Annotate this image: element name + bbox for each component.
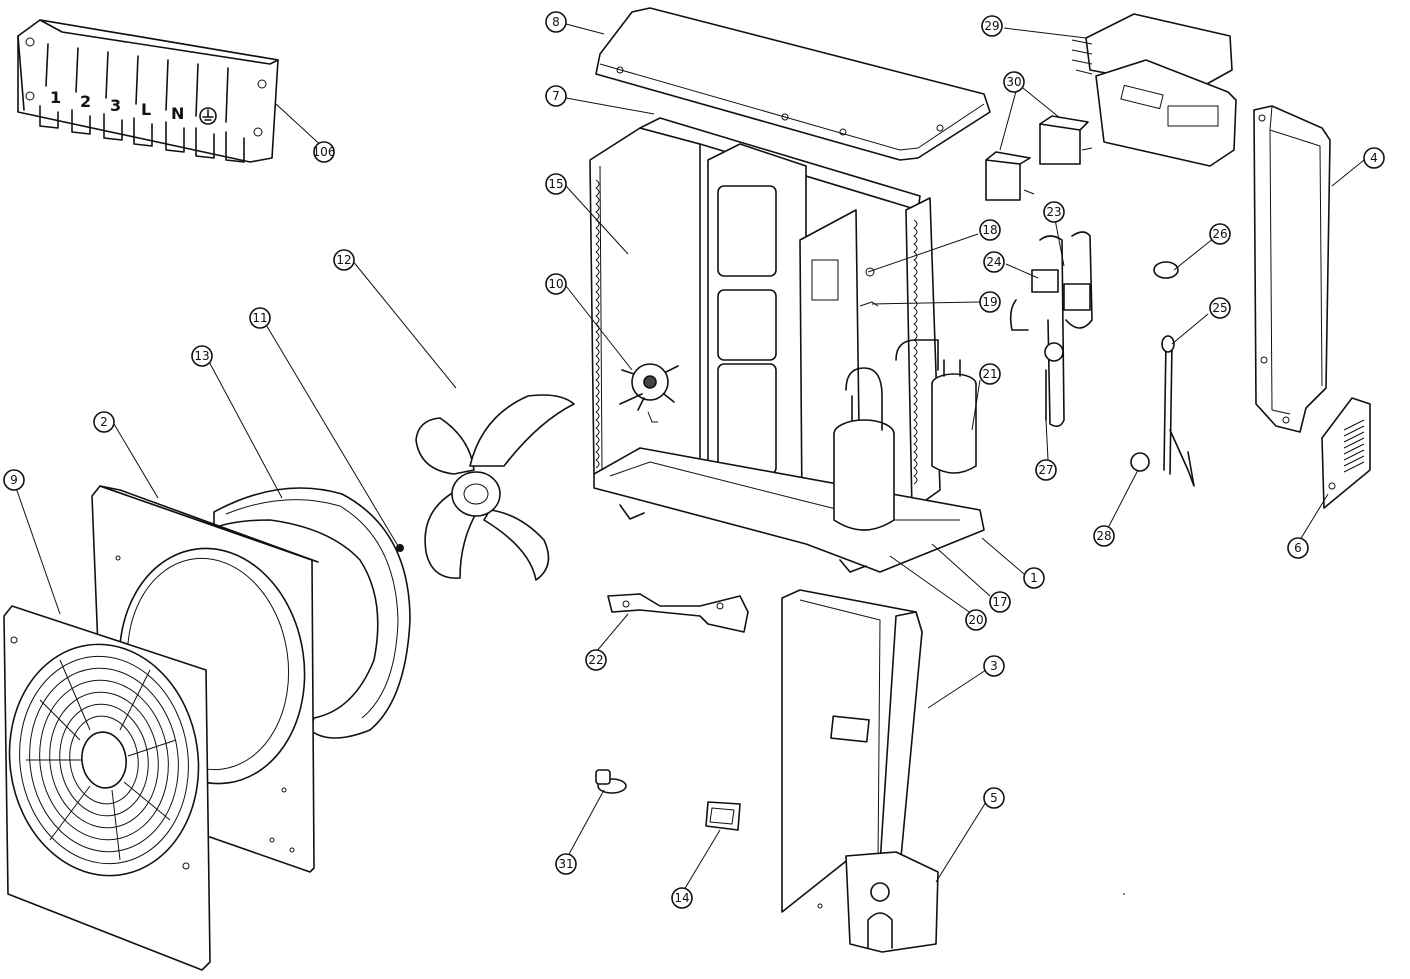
svg-text:26: 26 — [1212, 227, 1227, 241]
right-side-panel — [1253, 105, 1331, 433]
handle-cap — [705, 801, 741, 831]
callout-15: 15 — [545, 173, 567, 195]
callout-1: 1 — [1023, 567, 1045, 589]
svg-text:10: 10 — [548, 277, 563, 291]
svg-text:17: 17 — [992, 595, 1007, 609]
callout-31: 31 — [555, 853, 577, 875]
svg-text:30: 30 — [1006, 75, 1021, 89]
callout-10: 10 — [545, 273, 567, 295]
air-guide-ring — [213, 487, 411, 739]
terminal-label-3: 3 — [110, 96, 121, 115]
callout-9: 9 — [3, 469, 25, 491]
svg-text:13: 13 — [194, 349, 209, 363]
svg-text:28: 28 — [1096, 529, 1111, 543]
electrical-control-box — [1071, 13, 1237, 167]
svg-text:25: 25 — [1212, 301, 1227, 315]
svg-text:20: 20 — [968, 613, 983, 627]
svg-text:6: 6 — [1294, 541, 1302, 555]
callout-5: 5 — [983, 787, 1005, 809]
terminal-label-l: L — [141, 100, 151, 119]
callout-22: 22 — [585, 649, 607, 671]
callout-6: 6 — [1287, 537, 1309, 559]
stray-dot — [1123, 893, 1125, 895]
svg-text:27: 27 — [1038, 463, 1053, 477]
callout-3: 3 — [983, 655, 1005, 677]
callout-26: 26 — [1209, 223, 1231, 245]
valve-cover — [845, 851, 939, 953]
sensor-pipes — [1130, 261, 1195, 487]
svg-text:31: 31 — [558, 857, 573, 871]
svg-text:24: 24 — [986, 255, 1001, 269]
callout-8: 8 — [545, 11, 567, 33]
callout-19: 19 — [979, 291, 1001, 313]
callouts: 106 8 7 15 10 12 11 13 2 9 29 30 4 18 23… — [3, 11, 1385, 909]
front-panel — [781, 589, 923, 913]
side-grille — [1321, 397, 1371, 509]
top-cover — [595, 7, 991, 161]
svg-text:106: 106 — [313, 145, 336, 159]
callout-23: 23 — [1043, 201, 1065, 223]
callout-2: 2 — [93, 411, 115, 433]
svg-text:11: 11 — [252, 311, 267, 325]
callout-29: 29 — [981, 15, 1003, 37]
fan-blade — [415, 394, 575, 581]
front-grille — [3, 605, 211, 971]
svg-text:9: 9 — [10, 473, 18, 487]
svg-text:19: 19 — [982, 295, 997, 309]
svg-text:23: 23 — [1046, 205, 1061, 219]
svg-text:5: 5 — [990, 791, 998, 805]
leader-lines — [13, 23, 1365, 891]
callout-18: 18 — [979, 219, 1001, 241]
callout-27: 27 — [1035, 459, 1057, 481]
callout-14: 14 — [671, 887, 693, 909]
motor-bracket — [607, 593, 749, 633]
drain-joint — [595, 769, 627, 794]
svg-text:15: 15 — [548, 177, 563, 191]
svg-text:8: 8 — [552, 15, 560, 29]
callout-24: 24 — [983, 251, 1005, 273]
four-way-valve-assembly — [859, 231, 1093, 428]
callout-25: 25 — [1209, 297, 1231, 319]
callout-28: 28 — [1093, 525, 1115, 547]
terminal-label-1: 1 — [50, 88, 61, 107]
svg-text:3: 3 — [990, 659, 998, 673]
terminal-label-n: N — [171, 104, 184, 123]
transformers — [985, 115, 1093, 201]
main-chassis — [589, 117, 985, 573]
callout-13: 13 — [191, 345, 213, 367]
svg-text:21: 21 — [982, 367, 997, 381]
callout-20: 20 — [965, 609, 987, 631]
svg-text:18: 18 — [982, 223, 997, 237]
callout-30: 30 — [1003, 71, 1025, 93]
callout-11: 11 — [249, 307, 271, 329]
callout-106: 106 — [313, 141, 336, 163]
callout-4: 4 — [1363, 147, 1385, 169]
earth-ground-icon — [199, 107, 217, 125]
svg-text:12: 12 — [336, 253, 351, 267]
callout-12: 12 — [333, 249, 355, 271]
callout-7: 7 — [545, 85, 567, 107]
terminal-block: 1 2 3 L N — [17, 19, 279, 163]
svg-text:1: 1 — [1030, 571, 1038, 585]
svg-text:29: 29 — [984, 19, 999, 33]
compressor — [833, 339, 977, 531]
svg-text:14: 14 — [674, 891, 689, 905]
svg-text:22: 22 — [588, 653, 603, 667]
callout-21: 21 — [979, 363, 1001, 385]
terminal-label-2: 2 — [80, 92, 91, 111]
callout-17: 17 — [989, 591, 1011, 613]
svg-text:7: 7 — [552, 89, 560, 103]
svg-text:2: 2 — [100, 415, 108, 429]
svg-text:4: 4 — [1370, 151, 1378, 165]
